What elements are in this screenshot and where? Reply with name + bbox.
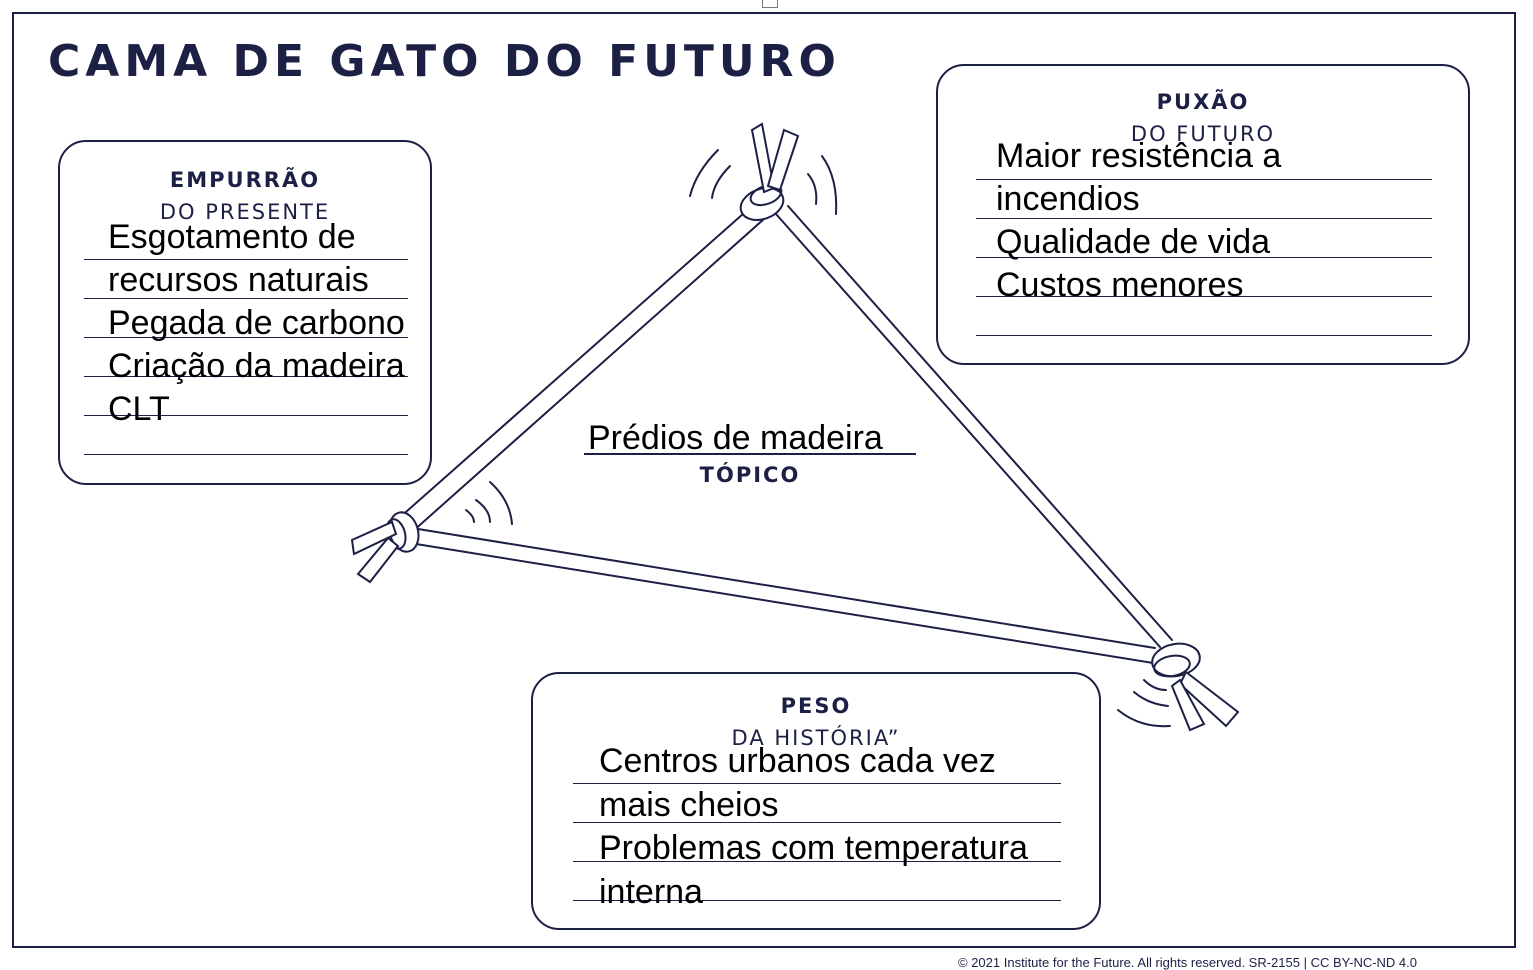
pull-heading: PUXÃO [1156,90,1250,114]
bottom-right-knot-icon [1117,642,1240,732]
push-ruled-lines [84,221,408,455]
weight-card: PESO DA HISTÓRIA” Centros urbanos cada v… [531,672,1101,930]
push-entry[interactable]: Criação da madeira [108,347,405,385]
weight-card-title: PESO DA HISTÓRIA” [533,690,1099,754]
push-heading: EMPURRÃO [169,168,321,192]
weight-heading: PESO [780,694,852,718]
ruled-line[interactable] [976,219,1432,258]
ruled-line[interactable] [976,180,1432,219]
ruled-line[interactable] [84,416,408,455]
left-knot-icon [350,481,513,584]
push-card-title: EMPURRÃO DO PRESENTE [60,164,430,228]
ruled-line[interactable] [84,299,408,338]
topic-line[interactable] [584,453,916,455]
string-left-top [397,205,765,533]
push-entry[interactable]: Esgotamento de [108,218,356,256]
weight-entry[interactable]: mais cheios [599,786,779,824]
worksheet-frame [12,12,1516,948]
topic-value[interactable]: Prédios de madeira [588,419,883,457]
ruled-line[interactable] [573,862,1061,901]
ruled-line[interactable] [976,297,1432,336]
pull-card: PUXÃO DO FUTURO Maior resistência a ince… [936,64,1470,365]
weight-entry[interactable]: Problemas com temperatura [599,829,1028,867]
ruled-line[interactable] [84,221,408,260]
ruled-line[interactable] [573,784,1061,823]
weight-ruled-lines [573,745,1061,901]
top-knot-icon [689,122,838,221]
push-subheading: DO PRESENTE [159,200,331,224]
pull-entry[interactable]: Custos menores [996,266,1244,304]
pull-entry[interactable]: Qualidade de vida [996,223,1271,261]
push-card: EMPURRÃO DO PRESENTE Esgotamento de recu… [58,140,432,485]
push-entry[interactable]: Pegada de carbono [108,304,405,342]
ruled-line[interactable] [573,745,1061,784]
ruled-line[interactable] [976,258,1432,297]
pull-card-title: PUXÃO DO FUTURO [938,86,1468,150]
resize-handle[interactable] [762,0,778,8]
pull-ruled-lines [976,141,1432,336]
page-title: CAMA DE GATO DO FUTURO [48,36,841,87]
string-left-right [415,528,1156,664]
ruled-line[interactable] [976,141,1432,180]
pull-entry[interactable]: Maior resistência a [996,137,1282,175]
push-entry[interactable]: CLT [108,390,170,428]
pull-entry[interactable]: incendios [996,180,1140,218]
ruled-line[interactable] [84,377,408,416]
topic-label: TÓPICO [699,463,801,487]
ruled-line[interactable] [84,260,408,299]
copyright-notice: © 2021 Institute for the Future. All rig… [958,955,1418,970]
weight-entry[interactable]: Centros urbanos cada vez [599,742,996,780]
weight-entry[interactable]: interna [599,873,703,911]
pull-subheading: DO FUTURO [1130,122,1276,146]
ruled-line[interactable] [573,823,1061,862]
push-entry[interactable]: recursos naturais [108,261,369,299]
string-top-right [775,205,1173,648]
ruled-line[interactable] [84,338,408,377]
weight-subheading: DA HISTÓRIA” [731,726,901,750]
